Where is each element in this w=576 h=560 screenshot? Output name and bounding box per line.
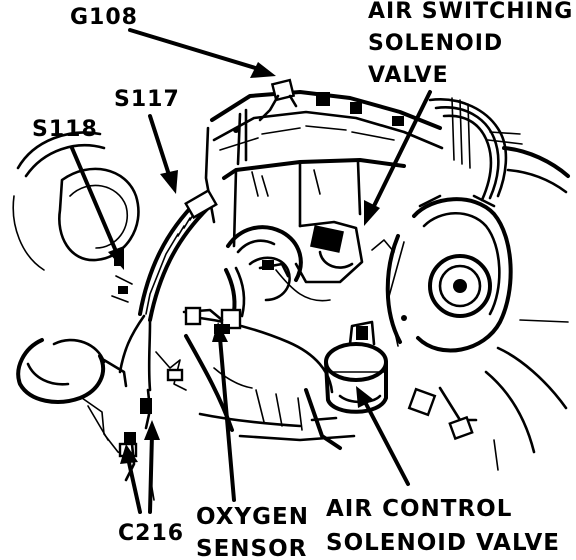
leader-arrows <box>70 28 432 514</box>
label-air-control-line2: SOLENOID VALVE <box>326 530 560 556</box>
label-air-switching-line2: SOLENOID <box>368 31 503 56</box>
label-air-switching-line3: VALVE <box>368 63 449 88</box>
cylinder-head <box>204 90 444 248</box>
label-s118: S118 <box>32 117 98 142</box>
oxygen-sensor-arrow <box>212 322 236 502</box>
label-air-switching-line1: AIR SWITCHING <box>368 0 573 24</box>
air-switching-arrow <box>364 90 432 226</box>
g108-arrow <box>128 28 276 78</box>
s117-arrow <box>148 114 178 194</box>
label-oxygen-line2: SENSOR <box>196 536 307 560</box>
callout-labels: G108 AIR SWITCHING SOLENOID VALVE S117 S… <box>32 0 573 560</box>
label-g108: G108 <box>70 5 138 30</box>
label-air-control-line1: AIR CONTROL <box>326 496 512 522</box>
label-s117: S117 <box>114 87 180 112</box>
alternator <box>385 194 513 353</box>
air-control-canister <box>324 320 388 414</box>
air-control-arrow <box>356 386 410 486</box>
oxygen-sensor-assembly <box>182 266 246 334</box>
engine-illustration <box>12 78 570 501</box>
s118-arrow <box>70 146 124 270</box>
label-oxygen-line1: OXYGEN <box>196 504 309 530</box>
label-c216: C216 <box>118 521 184 546</box>
left-harness-loom <box>111 188 218 392</box>
top-harness <box>428 97 523 202</box>
center-assembly <box>226 220 364 302</box>
c216-arrows <box>120 420 160 514</box>
lower-left-component <box>16 338 133 459</box>
right-body <box>407 146 570 454</box>
g108-ground <box>258 78 298 122</box>
